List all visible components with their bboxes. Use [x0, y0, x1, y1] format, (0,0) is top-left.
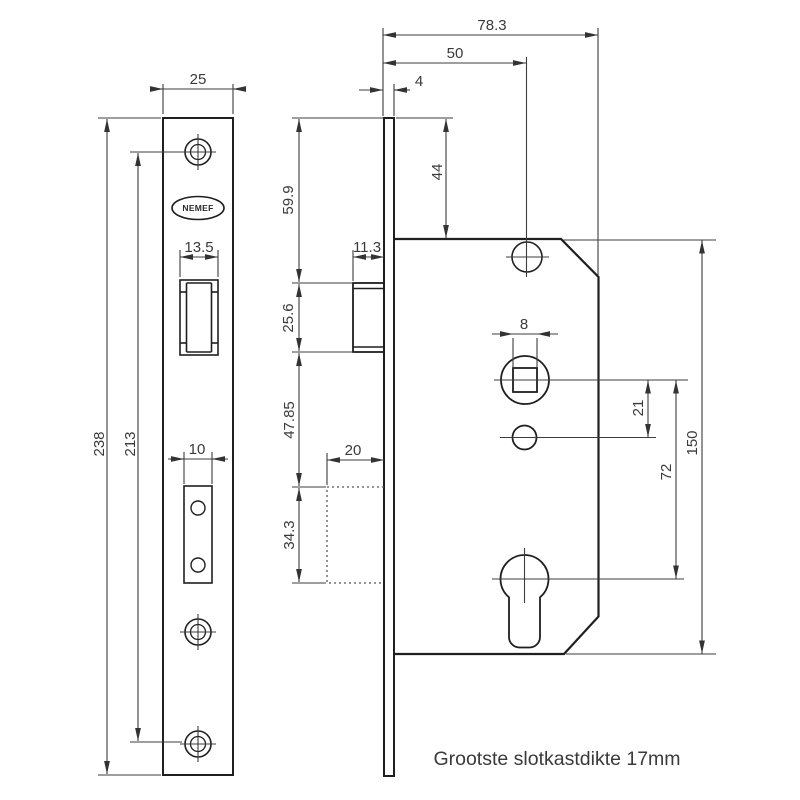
latch-side — [352, 282, 385, 353]
euro-cylinder-hole — [492, 548, 684, 649]
dim-latch-protrusion: 11.3 — [353, 239, 381, 256]
faceplate-side — [383, 117, 395, 777]
dim-latch-height: 25.6 — [280, 303, 297, 332]
pin-hole — [500, 424, 656, 451]
screw-hole-middle — [180, 614, 216, 650]
dim-latch-cutout-width: 13.5 — [184, 239, 213, 256]
faceplate-front — [162, 117, 234, 776]
dim-faceplate-width: 25 — [190, 71, 207, 88]
dim-lower-cutout-width: 10 — [189, 441, 206, 458]
dim-cutout-height: 34.3 — [281, 520, 298, 549]
dim-latch-to-cutout: 47.85 — [281, 401, 298, 439]
dim-spindle-square: 8 — [520, 316, 528, 333]
dim-screw-spacing: 213 — [122, 431, 139, 456]
dim-spindle-to-cylinder: 72 — [658, 464, 675, 481]
side-view — [326, 117, 688, 777]
front-view: NEMEF — [162, 117, 234, 776]
dim-top-to-latch: 59.9 — [280, 185, 297, 214]
dim-cutout-depth: 20 — [345, 442, 362, 459]
lower-cutout — [183, 485, 213, 584]
dimension-labels: 25 13.5 10 238 213 78.3 50 4 44 59.9 25.… — [91, 17, 701, 550]
screw-hole-top — [180, 134, 216, 170]
dim-case-height: 150 — [684, 430, 701, 455]
note-max-case-thickness: Grootste slotkastdikte 17mm — [433, 748, 680, 770]
hidden-cutout-dashed — [326, 486, 384, 584]
latch-cutout — [179, 279, 219, 356]
dim-backset: 50 — [447, 45, 464, 62]
dim-faceplate-thickness: 4 — [415, 73, 423, 90]
brand-text: NEMEF — [182, 203, 213, 213]
lock-case-outline — [394, 237, 600, 656]
dim-top-to-case: 44 — [429, 164, 446, 181]
screw-hole-bottom — [180, 726, 216, 762]
dim-spindle-to-pin: 21 — [630, 400, 647, 417]
spindle-hole — [494, 355, 688, 405]
case-screw-hole — [506, 241, 549, 273]
dimension-lines — [98, 28, 716, 776]
dim-total-depth: 78.3 — [477, 17, 506, 34]
brand-logo: NEMEF — [171, 195, 225, 221]
dim-faceplate-height: 238 — [91, 431, 108, 456]
